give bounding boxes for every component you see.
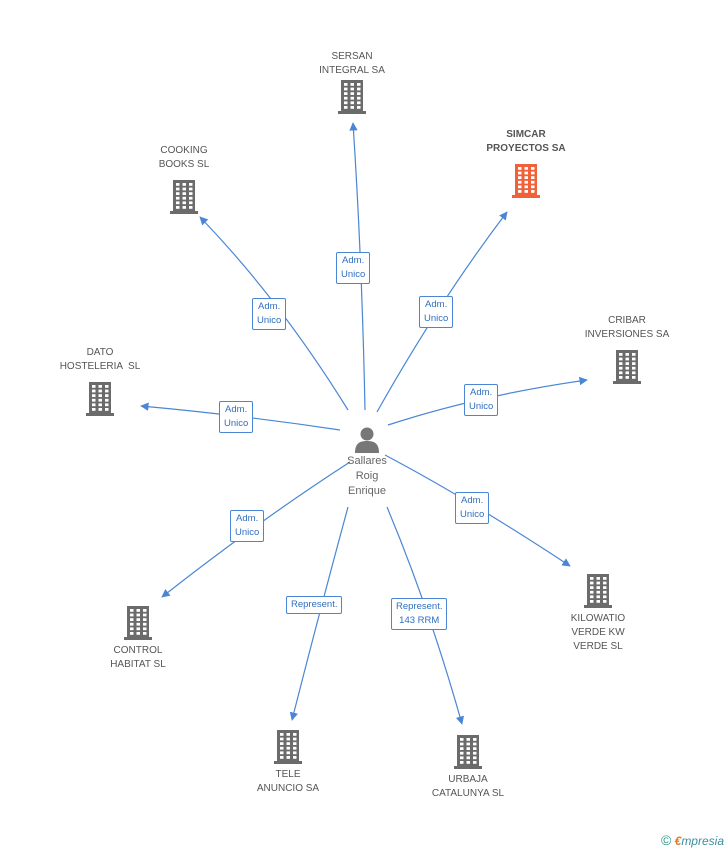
- relation-label-dato[interactable]: Adm. Unico: [219, 401, 254, 433]
- relation-label-sersan[interactable]: Adm. Unico: [336, 252, 371, 284]
- company-node-dato[interactable]: DATO HOSTELERIA SL: [50, 346, 150, 416]
- company-label: COOKING BOOKS SL: [158, 145, 210, 170]
- relation-label-cribar[interactable]: Adm. Unico: [464, 384, 499, 416]
- company-label: URBAJA CATALUNYA SL: [431, 774, 505, 799]
- company-node-cooking[interactable]: COOKING BOOKS SL: [134, 144, 234, 214]
- relation-label-control[interactable]: Adm. Unico: [230, 510, 265, 542]
- company-label: DATO HOSTELERIA SL: [59, 347, 141, 372]
- building-icon: [124, 606, 152, 640]
- relation-label-kilowatio[interactable]: Adm. Unico: [455, 492, 490, 524]
- building-icon: [86, 382, 114, 416]
- company-node-sersan[interactable]: SERSAN INTEGRAL SA: [302, 50, 402, 114]
- person-name: Sallares Roig Enrique: [347, 455, 387, 497]
- building-icon: [170, 180, 198, 214]
- company-label: CONTROL HABITAT SL: [110, 645, 166, 670]
- building-icon: [512, 164, 540, 198]
- relation-label-urbaja[interactable]: Represent. 143 RRM: [391, 598, 448, 630]
- company-label: SERSAN INTEGRAL SA: [319, 51, 385, 76]
- company-label: SIMCAR PROYECTOS SA: [486, 129, 566, 154]
- company-node-cribar[interactable]: CRIBAR INVERSIONES SA: [572, 314, 682, 384]
- company-node-kilowatio[interactable]: KILOWATIO VERDE KW VERDE SL: [548, 572, 648, 654]
- company-label: CRIBAR INVERSIONES SA: [584, 315, 670, 340]
- copyright-symbol: ©: [660, 832, 672, 848]
- company-label: TELE ANUNCIO SA: [256, 769, 320, 794]
- company-node-control[interactable]: CONTROL HABITAT SL: [88, 604, 188, 672]
- building-icon: [584, 574, 612, 608]
- relation-label-simcar[interactable]: Adm. Unico: [419, 296, 454, 328]
- brand-footer: © €mpresia: [661, 832, 724, 848]
- building-icon: [338, 80, 366, 114]
- building-icon: [613, 350, 641, 384]
- relation-label-cooking[interactable]: Adm. Unico: [252, 298, 287, 330]
- brand-logo-e: €: [674, 834, 682, 848]
- company-node-simcar[interactable]: SIMCAR PROYECTOS SA: [466, 128, 586, 198]
- company-node-tele[interactable]: TELE ANUNCIO SA: [238, 728, 338, 796]
- company-label: KILOWATIO VERDE KW VERDE SL: [570, 613, 626, 652]
- building-icon: [274, 730, 302, 764]
- company-node-urbaja[interactable]: URBAJA CATALUNYA SL: [418, 733, 518, 801]
- building-icon: [454, 735, 482, 769]
- relation-label-tele[interactable]: Represent.: [286, 596, 343, 614]
- person-node[interactable]: Sallares Roig Enrique: [322, 424, 412, 499]
- brand-logo-text: mpresia: [681, 834, 724, 848]
- person-icon: [355, 427, 379, 453]
